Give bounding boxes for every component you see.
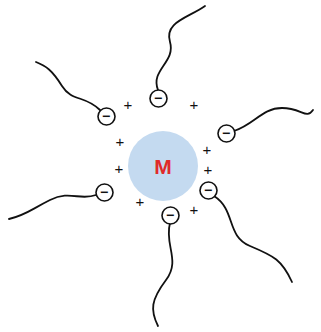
anion-head: − [217, 124, 236, 143]
charge-sign: − [100, 185, 108, 199]
anion-head: − [149, 89, 168, 108]
positive-charge: + [136, 194, 145, 209]
positive-charge: + [116, 134, 125, 149]
circle-shape [98, 108, 115, 125]
tail [9, 195, 96, 219]
circle-shape [162, 207, 179, 224]
circle-shape [128, 131, 198, 201]
anion-head: − [199, 181, 218, 200]
charge-sign: − [166, 208, 174, 222]
metal-particle: M [128, 131, 198, 201]
circle-shape [150, 90, 167, 107]
circle-shape [218, 125, 235, 142]
positive-charge: + [190, 97, 199, 112]
anion-head: − [161, 206, 180, 225]
positive-charge: + [124, 97, 133, 112]
charge-sign: − [102, 109, 110, 123]
tail [153, 223, 172, 326]
charge-sign: − [154, 91, 162, 105]
anion-head: − [97, 107, 116, 126]
charge-sign: − [222, 126, 230, 140]
circle-shape [200, 182, 217, 199]
tail [214, 196, 292, 282]
positive-charge: + [204, 162, 213, 177]
tail [36, 62, 100, 110]
tail [156, 6, 205, 90]
circle-shape [96, 184, 113, 201]
anion-head: − [95, 183, 114, 202]
positive-charge: + [190, 202, 199, 217]
positive-charge: + [203, 142, 212, 157]
positive-charge: + [115, 161, 124, 176]
tail [234, 108, 313, 131]
charge-sign: − [204, 183, 212, 197]
particle-label: M [154, 156, 172, 177]
